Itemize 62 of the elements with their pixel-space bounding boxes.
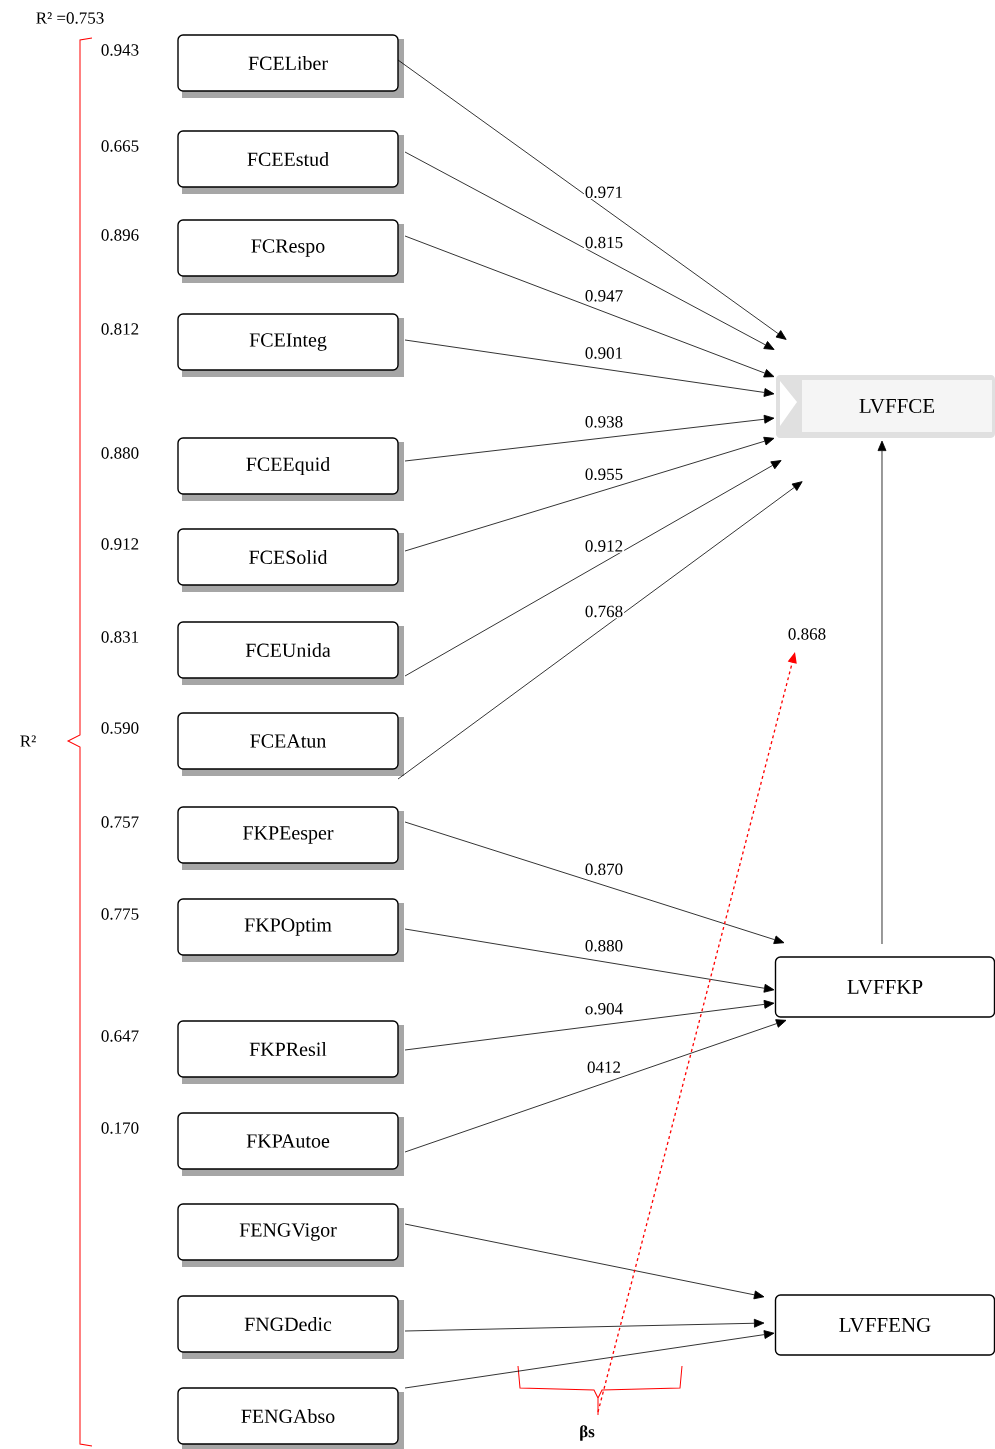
arrow <box>404 821 785 944</box>
arrow <box>404 1330 775 1389</box>
r-squared-value: 0.943 <box>101 44 139 56</box>
edge-label: 0.870 <box>583 862 625 877</box>
edge-label: 0412 <box>586 1060 622 1074</box>
r-squared-value: 0.647 <box>101 1030 139 1042</box>
indicator-box: FCEUnida <box>177 621 404 685</box>
arrow <box>397 59 787 340</box>
r-squared-value: 0.896 <box>101 229 139 241</box>
r-squared-value: 0.831 <box>101 631 139 643</box>
edge-label: 0.815 <box>583 235 625 250</box>
arrow <box>404 235 775 378</box>
edge-label: 0.768 <box>583 604 625 619</box>
arrow <box>404 1019 787 1153</box>
beta-label: βs <box>580 1425 595 1441</box>
indicator-box: FKPAutoe <box>177 1112 404 1176</box>
coefficient-label: 0.868 <box>788 628 826 640</box>
r-squared-value: 0.812 <box>101 323 139 335</box>
latent-variable-box: LVFFCE <box>776 375 995 438</box>
arrow <box>404 460 782 677</box>
indicator-box: FKPEesper <box>177 806 404 870</box>
indicator-box: FCELiber <box>177 34 404 98</box>
arrow <box>404 928 775 993</box>
arrow <box>404 339 775 397</box>
indicator-box: FKPOptim <box>177 898 404 962</box>
indicator-box: FCRespo <box>177 219 404 283</box>
latent-variable-box: LVFFENG <box>774 1294 995 1356</box>
indicator-box: FCEEstud <box>177 130 404 194</box>
indicator-box: FENGVigor <box>177 1203 404 1267</box>
r-squared-value: 0.590 <box>101 722 139 734</box>
arrow <box>397 481 803 780</box>
indicator-box: FCEEquid <box>177 437 404 501</box>
r-squared-value: 0.170 <box>101 1122 139 1134</box>
edge-label: 0.901 <box>583 346 625 360</box>
edge-label: 0.938 <box>583 415 625 429</box>
r-squared-value: 0.757 <box>101 816 139 828</box>
r-squared-label: R² <box>20 735 36 747</box>
r-squared-value: 0.665 <box>101 140 139 152</box>
indicator-box: FKPResil <box>177 1020 404 1084</box>
arrow <box>404 1318 765 1332</box>
edge-label: o.904 <box>583 1001 625 1016</box>
edge-label: 0.955 <box>583 467 625 481</box>
arrow <box>404 999 775 1051</box>
arrow <box>404 436 775 552</box>
edge-label: 0.912 <box>583 539 625 553</box>
r-squared-value: 0.880 <box>101 447 139 459</box>
indicator-box: FENGAbso <box>177 1387 404 1449</box>
edge-label: 0.880 <box>583 939 625 953</box>
arrow <box>404 414 775 462</box>
edge-label: 0.971 <box>583 185 625 200</box>
indicator-box: FCEInteg <box>177 313 404 377</box>
indicator-box: FCESolid <box>177 528 404 592</box>
r-squared-label: R² =0.753 <box>36 12 104 24</box>
latent-variable-box: LVFFKP <box>774 956 995 1018</box>
arrow <box>404 1223 765 1300</box>
r-squared-value: 0.775 <box>101 908 139 920</box>
r-squared-value: 0.912 <box>101 538 139 550</box>
arrow <box>877 440 887 945</box>
indicator-box: FNGDedic <box>177 1295 404 1359</box>
arrow <box>404 151 775 350</box>
edge-label: 0.947 <box>583 289 625 303</box>
indicator-box: FCEAtun <box>177 712 404 776</box>
